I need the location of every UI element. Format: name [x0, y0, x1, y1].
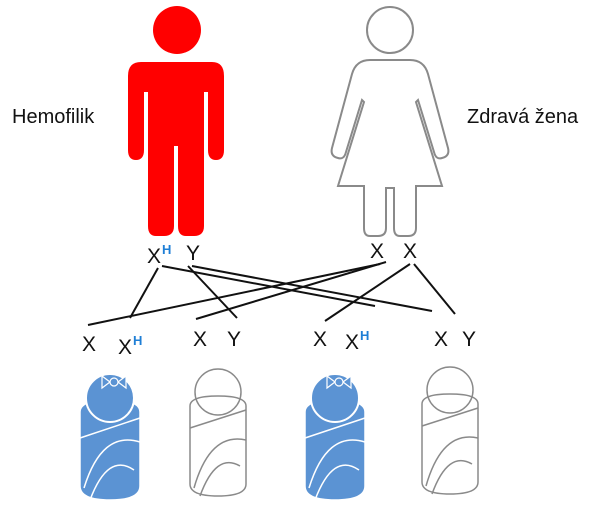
mother-allele-x1: X [370, 240, 385, 263]
child-4-allele-a: X [434, 328, 449, 351]
baby-girl-icon [79, 373, 141, 501]
cross-lines [87, 261, 456, 326]
hemophilia-marker: H [133, 333, 143, 348]
child-4-allele-b: Y [462, 328, 477, 351]
mother-label: Zdravá žena [467, 106, 579, 128]
father-label: Hemofilik [12, 106, 95, 128]
child-2-allele-b: Y [227, 328, 242, 351]
father-allele-y: Y [186, 242, 201, 265]
baby-boy-icon [421, 366, 479, 495]
hemophilia-marker: H [162, 242, 172, 257]
baby-girl-icon [304, 373, 366, 501]
child-3-allele-a: X [313, 328, 328, 351]
child-1-allele-a: X [82, 333, 97, 356]
father-allele-x: XH [147, 242, 172, 268]
mother-allele-x2: X [403, 240, 418, 263]
hemophilia-marker: H [360, 328, 370, 343]
baby-boy-icon [189, 368, 247, 497]
child-3-allele-b: XH [345, 328, 370, 354]
male-figure-icon [128, 6, 224, 236]
child-2-allele-a: X [193, 328, 208, 351]
female-figure-icon [330, 6, 450, 237]
child-1-allele-b: XH [118, 333, 143, 359]
